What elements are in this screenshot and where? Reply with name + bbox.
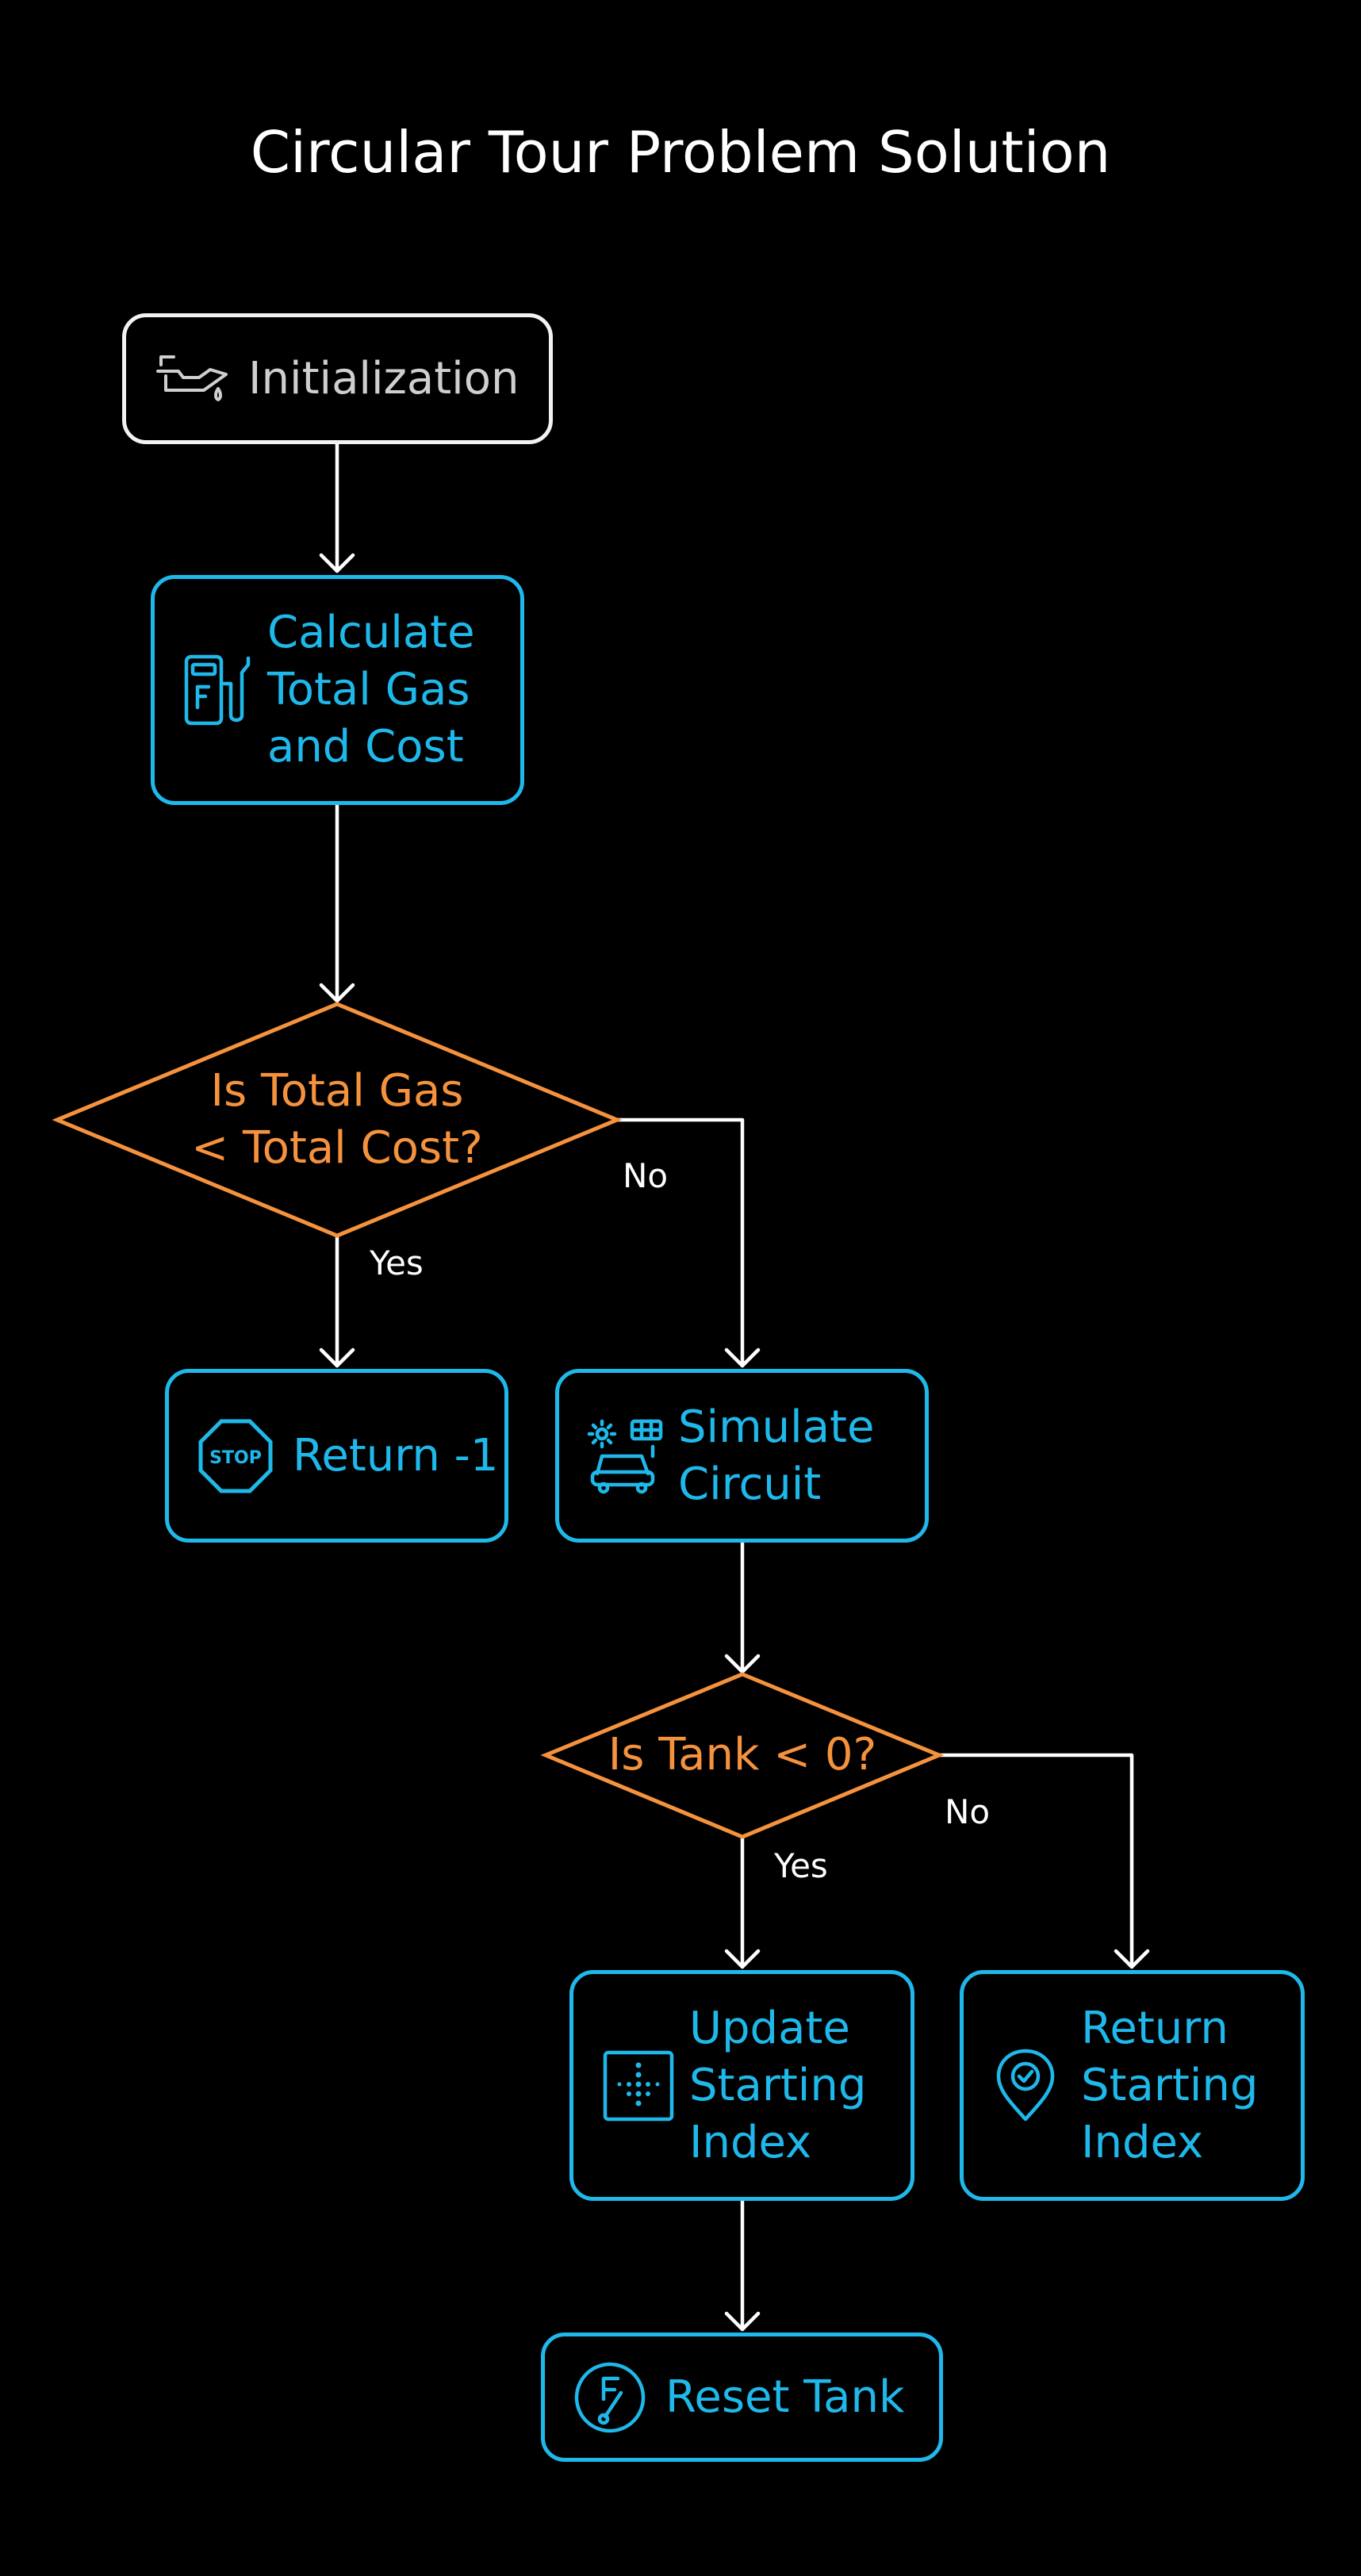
reset-tank-label: Reset Tank — [665, 2371, 905, 2423]
node-calculate-total: Calculate Total Gas and Cost — [151, 575, 524, 805]
decision-total-line-2: < Total Cost? — [191, 1122, 483, 1174]
initialization-label: Initialization — [248, 352, 519, 404]
decision-tank-label: Is Tank < 0? — [608, 1729, 877, 1781]
update-line-1: Update — [689, 2002, 850, 2054]
dotted-arrow-icon — [600, 2048, 677, 2124]
stop-icon-text: STOP — [209, 1448, 262, 1468]
return-start-line-2: Starting — [1081, 2059, 1259, 2111]
node-simulate-circuit: Simulate Circuit — [555, 1369, 929, 1543]
edge-label-total-yes: Yes — [370, 1244, 424, 1282]
fuel-gauge-icon — [572, 2359, 648, 2436]
return-starting-index-label: Return Starting Index — [1081, 2000, 1258, 2172]
update-starting-index-label: Update Starting Index — [689, 2000, 866, 2172]
node-initialization: Initialization — [122, 313, 553, 444]
node-return-starting-index: Return Starting Index — [960, 1970, 1305, 2201]
edge-total-no — [615, 1117, 745, 1368]
calculate-line-2: Total Gas — [267, 664, 470, 715]
node-return-minus-one: STOP Return -1 — [165, 1369, 508, 1543]
node-reset-tank: Reset Tank — [541, 2333, 943, 2462]
calculate-line-3: and Cost — [267, 721, 464, 772]
stop-sign-icon: STOP — [197, 1418, 274, 1494]
calculate-total-label: Calculate Total Gas and Cost — [267, 604, 475, 776]
edge-tank-no — [937, 1753, 1134, 1969]
arrowhead-simulate — [724, 1347, 761, 1368]
location-check-icon — [994, 2048, 1057, 2124]
decision-total-diamond — [52, 1002, 623, 1238]
car-charging-icon — [586, 1418, 665, 1494]
return-start-line-3: Index — [1081, 2116, 1204, 2168]
edge-label-tank-yes: Yes — [774, 1846, 828, 1885]
edge-label-tank-no: No — [945, 1792, 991, 1831]
simulate-circuit-label: Simulate Circuit — [678, 1399, 874, 1513]
diagram-title: Circular Tour Problem Solution — [250, 119, 1111, 186]
return-start-line-1: Return — [1081, 2002, 1229, 2054]
arrowhead-reset — [724, 2311, 761, 2332]
node-update-starting-index: Update Starting Index — [569, 1970, 914, 2201]
simulate-line-2: Circuit — [678, 1458, 822, 1510]
arrowhead-return-start — [1114, 1949, 1150, 1969]
return-minus-one-label: Return -1 — [293, 1429, 499, 1482]
arrowhead-return-minus-one — [319, 1347, 355, 1368]
arrowhead-decision-total — [319, 983, 355, 1003]
calculate-line-1: Calculate — [267, 607, 475, 658]
arrowhead-decision-tank — [724, 1654, 761, 1674]
fuel-pump-icon — [182, 652, 255, 728]
arrowhead-calculate — [319, 553, 355, 573]
update-line-2: Starting — [689, 2059, 867, 2111]
arrowhead-update — [724, 1949, 761, 1969]
decision-tank-diamond — [540, 1672, 945, 1839]
simulate-line-1: Simulate — [678, 1401, 875, 1453]
decision-total-label: Is Total Gas < Total Cost? — [99, 1063, 575, 1177]
decision-total-line-1: Is Total Gas — [210, 1065, 464, 1117]
edge-label-total-no: No — [623, 1156, 669, 1195]
update-line-3: Index — [689, 2116, 812, 2168]
oil-can-icon — [155, 354, 231, 404]
